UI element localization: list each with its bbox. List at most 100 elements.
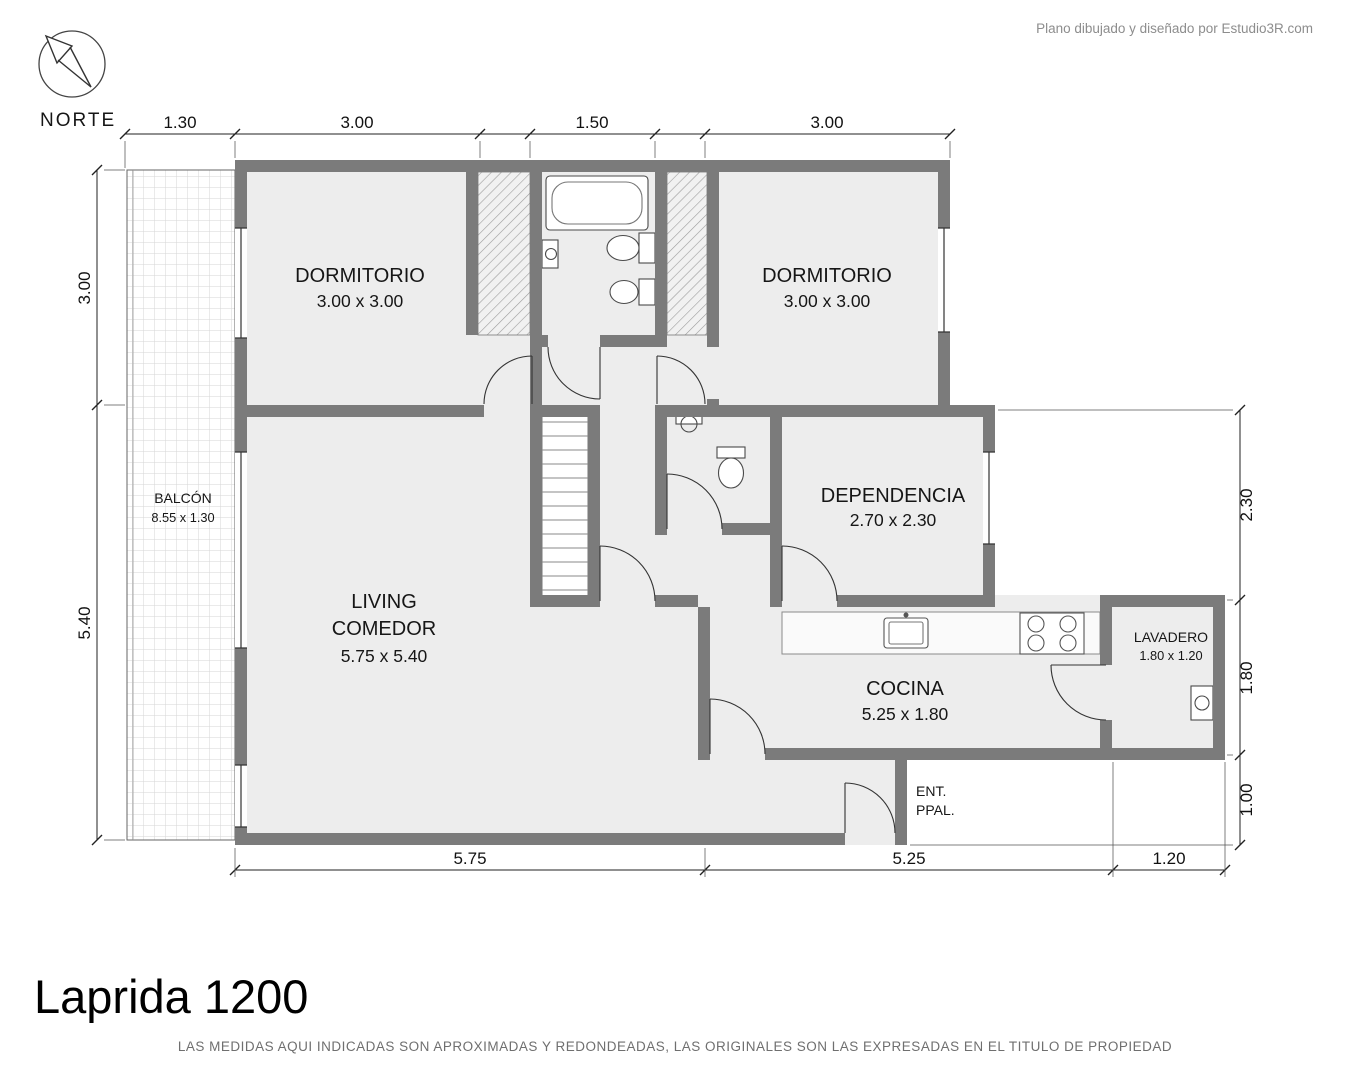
- kitchen-sink-icon: [883, 612, 929, 649]
- door-entrance: [844, 782, 896, 834]
- wall-lavadero-left-s: [1100, 720, 1112, 748]
- closet-shaft-right: [666, 171, 708, 336]
- dim-left-upper: 3.00: [75, 271, 94, 304]
- north-label: NORTE: [40, 110, 116, 131]
- label-balcon: BALCÓN: [154, 490, 212, 506]
- dim-bottom-cocina: 5.25: [892, 849, 925, 868]
- walls: [235, 160, 1225, 845]
- wall-bath-bottom-west: [530, 335, 548, 347]
- door-toilette: [666, 473, 723, 530]
- dim-ticks-top: [119, 128, 956, 140]
- dim-top-dorm1: 3.00: [340, 113, 373, 132]
- dim-ticks-left: [91, 164, 103, 846]
- size-dependencia: 2.70 x 2.30: [850, 510, 937, 530]
- door-lavadero: [1050, 664, 1107, 721]
- north-circle: [38, 30, 106, 98]
- apartment-floor: [235, 160, 1225, 845]
- window-dorm1: [235, 227, 247, 339]
- wall-living-kitchen: [698, 607, 710, 760]
- door-dependencia: [781, 545, 838, 602]
- size-balcon: 8.55 x 1.30: [151, 510, 214, 525]
- toilet-icon: [606, 232, 656, 264]
- door-dormitorio-2: [656, 355, 706, 405]
- wall-bath-bottom-east: [600, 335, 667, 347]
- placard-strip: [541, 407, 589, 599]
- label-lavadero: LAVADERO: [1134, 629, 1208, 645]
- plan-title: Laprida 1200: [34, 970, 308, 1023]
- label-living-1: LIVING: [351, 591, 417, 613]
- dim-ticks-right: [1234, 404, 1246, 851]
- dim-ext-top: [124, 141, 951, 168]
- credit-text: Plano dibujado y diseñado por Estudio3R.…: [1036, 21, 1313, 36]
- window-dependencia: [983, 451, 995, 545]
- window-dorm2: [938, 227, 950, 333]
- north-arrow-icon: [44, 34, 92, 88]
- size-cocina: 5.25 x 1.80: [862, 704, 949, 724]
- wall-bath-left: [530, 172, 542, 607]
- label-dormitorio-2: DORMITORIO: [762, 265, 892, 287]
- wall-lavadero-left-n: [1100, 595, 1112, 665]
- floor-hall: [655, 760, 907, 845]
- wall-lavadero-top: [1100, 595, 1225, 607]
- door-bathroom: [547, 346, 601, 400]
- wall-corridor-west: [588, 408, 600, 607]
- wall-bottom: [235, 833, 845, 845]
- label-cocina: COCINA: [866, 678, 944, 700]
- dim-top-dorm2: 3.00: [810, 113, 843, 132]
- bath-sink-icon: [541, 239, 559, 269]
- floor-dependencia: [655, 405, 995, 607]
- dim-top-balcon: 1.30: [163, 113, 196, 132]
- label-entrada-1: ENT.: [916, 783, 946, 799]
- dim-top-bath: 1.50: [575, 113, 608, 132]
- label-entrada-2: PPAL.: [916, 802, 955, 818]
- dim-ext-bottom: [234, 762, 1226, 877]
- dim-bottom-living: 5.75: [453, 849, 486, 868]
- dim-ext-right: [910, 409, 1233, 846]
- wall-lavadero-right: [1213, 595, 1225, 760]
- size-lavadero: 1.80 x 1.20: [1139, 648, 1202, 663]
- room-labels: DORMITORIO 3.00 x 3.00 DORMITORIO 3.00 x…: [151, 265, 1208, 818]
- wall-mid-east: [655, 405, 995, 417]
- dim-right-dependencia: 2.30: [1237, 488, 1256, 521]
- wall-dependencia-left: [770, 405, 782, 607]
- windows: [235, 227, 995, 828]
- closet-shaft-left: [477, 171, 531, 336]
- door-living-corridor: [599, 545, 656, 602]
- stove-icon: [1019, 612, 1085, 655]
- size-dormitorio-1: 3.00 x 3.00: [317, 291, 404, 311]
- toilette-toilet-icon: [716, 446, 746, 489]
- wall-mid-west: [235, 405, 484, 417]
- disclaimer-text: LAS MEDIDAS AQUI INDICADAS SON APROXIMAD…: [178, 1039, 1172, 1054]
- main-bathroom-fixtures: [541, 175, 656, 306]
- window-living-1: [235, 451, 247, 649]
- dimension-lines: [91, 128, 1246, 877]
- wall-segment: [537, 405, 600, 417]
- floor-living: [235, 405, 710, 845]
- wall-bath-right: [655, 172, 667, 335]
- wall-dorm2-left: [707, 172, 719, 347]
- bathtub-icon: [545, 175, 649, 231]
- label-living-2: COMEDOR: [332, 618, 436, 640]
- wall-dependencia-bottom: [837, 595, 995, 607]
- wall-segment: [655, 595, 698, 607]
- size-dormitorio-2: 3.00 x 3.00: [784, 291, 871, 311]
- balcony-floor: [126, 169, 236, 841]
- wall-kitchen-bottom: [765, 748, 1225, 760]
- wall-entry-connector: [895, 760, 907, 845]
- wall-top: [235, 160, 950, 172]
- wall-dorm1-right: [466, 172, 478, 335]
- size-living: 5.75 x 5.40: [341, 646, 428, 666]
- dim-left-lower: 5.40: [75, 606, 94, 639]
- room-balcon: [126, 169, 236, 841]
- dim-right-cocina: 1.80: [1237, 661, 1256, 694]
- north-indicator: NORTE: [38, 30, 116, 131]
- dim-ext-left: [104, 169, 125, 841]
- wall-segment: [530, 595, 600, 607]
- wall-toilette-bottom: [722, 523, 770, 535]
- label-dependencia: DEPENDENCIA: [821, 485, 966, 507]
- dim-bottom-lavadero: 1.20: [1152, 849, 1185, 868]
- doors: [483, 346, 1107, 834]
- door-dormitorio-1: [483, 355, 533, 405]
